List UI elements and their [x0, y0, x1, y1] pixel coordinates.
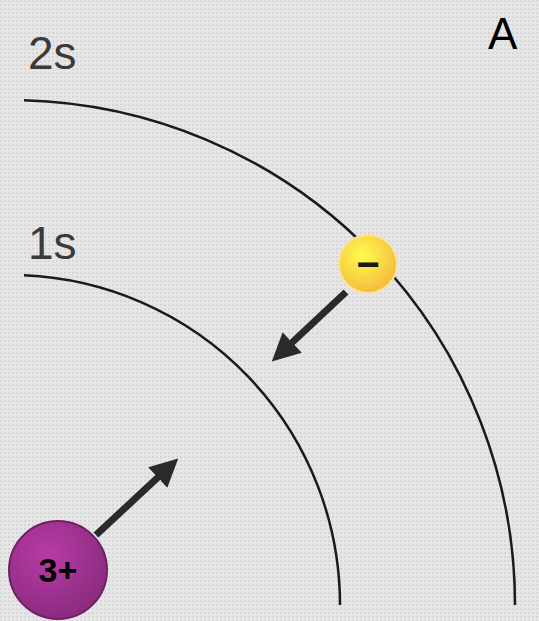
orbital-name: 2s: [28, 30, 77, 76]
orbit-2s: [24, 100, 515, 605]
nucleus: 3+: [8, 520, 108, 620]
nucleus-charge: 3+: [39, 553, 78, 587]
panel-letter: A: [488, 12, 517, 56]
electron-charge: −: [356, 244, 379, 284]
nucleus-arrow: [96, 468, 168, 535]
orbital-name: 1s: [28, 220, 77, 266]
orbit-1s: [24, 275, 340, 605]
electron: −: [338, 234, 398, 294]
electron-arrow: [282, 292, 346, 352]
